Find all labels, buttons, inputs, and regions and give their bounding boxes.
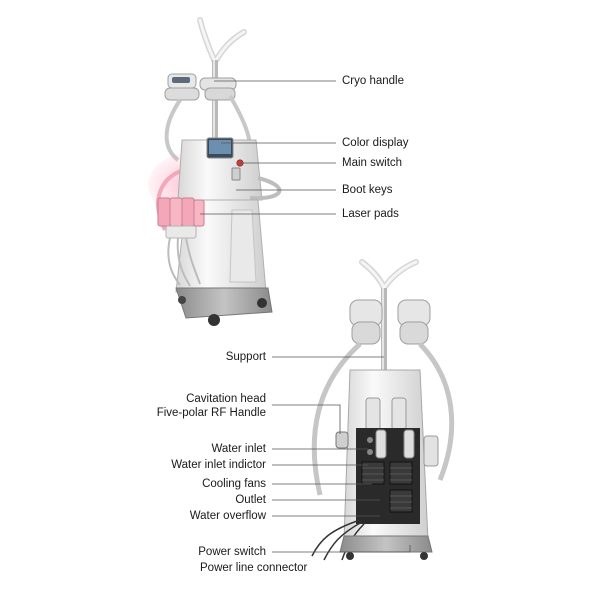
leader-cavitation-head xyxy=(272,404,341,434)
label-five-polar-rf-handle: Five-polar RF Handle xyxy=(156,407,266,419)
back-view-machine xyxy=(311,259,455,561)
label-outlet: Outlet xyxy=(235,494,266,506)
bottom-cooling-fans xyxy=(361,461,413,513)
bottom-base xyxy=(339,535,433,553)
label-water-overflow: Water overflow xyxy=(189,510,266,522)
label-power-line-connector: Power line connector xyxy=(200,562,308,574)
label-cooling-fans: Cooling fans xyxy=(202,478,266,490)
label-cryo-handle: Cryo handle xyxy=(342,75,405,87)
bottom-cryo-handles xyxy=(349,299,431,345)
leader-lines xyxy=(200,80,411,553)
top-boot-keys xyxy=(231,167,241,181)
label-color-display: Color display xyxy=(342,137,409,149)
label-power-switch: Power switch xyxy=(198,546,266,558)
top-base xyxy=(175,287,273,319)
label-support: Support xyxy=(225,351,266,363)
label-laser-pads: Laser pads xyxy=(342,208,399,220)
label-water-inlet-indicator: Water inlet indictor xyxy=(171,459,266,471)
label-main-switch: Main switch xyxy=(342,157,403,169)
front-view-machine xyxy=(148,17,282,326)
label-cavitation-head: Cavitation head xyxy=(186,393,266,405)
label-boot-keys: Boot keys xyxy=(342,184,393,196)
top-laser-pads xyxy=(157,197,205,239)
leader-power-switch xyxy=(272,545,411,553)
label-water-inlet: Water inlet xyxy=(211,443,266,455)
top-cryo-handles xyxy=(164,73,237,101)
